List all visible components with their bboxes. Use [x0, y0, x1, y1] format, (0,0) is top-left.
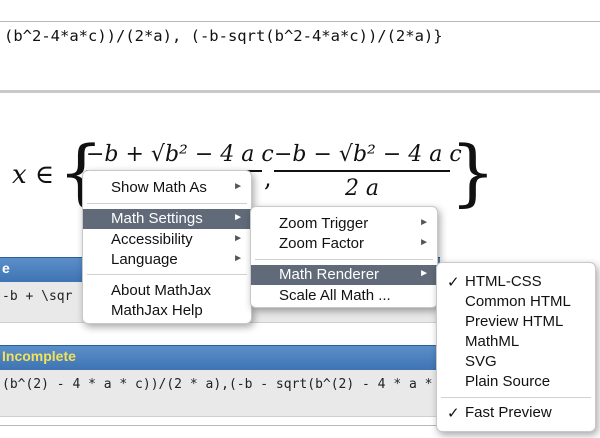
fraction-plus-numerator: −b + √b² − 4 a c — [86, 142, 274, 167]
menu-item-accessibility[interactable]: Accessibility ► — [83, 230, 251, 250]
panel-header-2-label: Incomplete — [2, 348, 76, 364]
menu-item-label: HTML-CSS — [465, 273, 542, 290]
menu-item-label: Math Renderer — [279, 266, 380, 283]
menu-item-label: MathJax Help — [111, 302, 203, 319]
menu-item-preview-html[interactable]: Preview HTML — [437, 312, 595, 332]
source-code-line: (b^2-4*a*c))/(2*a), (-b-sqrt(b^2-4*a*c))… — [4, 27, 443, 45]
math-renderer-submenu: ✓ HTML-CSS Common HTML Preview HTML Math… — [436, 262, 596, 432]
menu-item-label: Common HTML — [465, 293, 571, 310]
fraction-minus: −b − √b² − 4 a c 2 a — [274, 142, 462, 201]
menu-item-label: Show Math As — [111, 179, 207, 196]
menu-item-label: About MathJax — [111, 282, 212, 299]
math-settings-submenu: Zoom Trigger ► Zoom Factor ► Math Render… — [250, 206, 438, 308]
menu-item-svg[interactable]: SVG — [437, 352, 595, 372]
menu-item-label: Math Settings — [111, 210, 203, 227]
menu-item-fast-preview[interactable]: ✓ Fast Preview — [437, 403, 595, 423]
section-divider — [0, 90, 600, 93]
panel-code-2-text: (b^(2) - 4 * a * c))/(2 * a),(-b - sqrt(… — [2, 377, 433, 392]
right-brace: } — [450, 130, 496, 214]
menu-item-language[interactable]: Language ► — [83, 250, 251, 270]
bottom-divider — [0, 425, 440, 426]
menu-item-scale-all-math[interactable]: Scale All Math ... — [251, 286, 437, 306]
menu-item-html-css[interactable]: ✓ HTML-CSS — [437, 272, 595, 292]
equation-lhs: x ∈ — [12, 160, 55, 190]
panel-code-1-text: -b + \sqr — [2, 289, 73, 304]
menu-item-label: Plain Source — [465, 373, 551, 390]
menu-separator — [87, 203, 247, 204]
menu-separator — [441, 397, 591, 398]
submenu-arrow-icon: ► — [419, 217, 429, 228]
mathjax-context-menu: Show Math As ► Math Settings ► Accessibi… — [82, 170, 252, 324]
fraction-minus-denominator: 2 a — [344, 175, 380, 201]
submenu-arrow-icon: ► — [419, 268, 429, 279]
fraction-bar — [274, 170, 450, 172]
menu-item-zoom-trigger[interactable]: Zoom Trigger ► — [251, 214, 437, 234]
menu-item-math-settings[interactable]: Math Settings ► — [83, 209, 251, 229]
checkmark-icon: ✓ — [447, 405, 460, 422]
menu-item-label: Preview HTML — [465, 313, 564, 330]
submenu-arrow-icon: ► — [419, 237, 429, 248]
menu-item-label: Zoom Trigger — [279, 215, 369, 232]
menu-separator — [87, 274, 247, 275]
menu-item-label: MathML — [465, 333, 520, 350]
panel-header-1-label: e — [2, 260, 10, 276]
menu-item-mathml[interactable]: MathML — [437, 332, 595, 352]
submenu-arrow-icon: ► — [233, 253, 243, 264]
menu-separator — [255, 259, 433, 260]
comma: , — [264, 164, 272, 192]
menu-item-math-renderer[interactable]: Math Renderer ► — [251, 265, 437, 285]
menu-item-label: Scale All Math ... — [279, 287, 391, 304]
top-divider — [0, 21, 600, 22]
checkmark-icon: ✓ — [447, 274, 460, 291]
menu-item-zoom-factor[interactable]: Zoom Factor ► — [251, 234, 437, 254]
menu-item-plain-source[interactable]: Plain Source — [437, 372, 595, 392]
menu-item-show-math-as[interactable]: Show Math As ► — [83, 178, 251, 198]
menu-item-label: SVG — [465, 353, 497, 370]
fraction-minus-numerator: −b − √b² − 4 a c — [274, 142, 462, 167]
submenu-arrow-icon: ► — [233, 233, 243, 244]
menu-item-common-html[interactable]: Common HTML — [437, 292, 595, 312]
menu-item-mathjax-help[interactable]: MathJax Help — [83, 301, 251, 321]
menu-item-label: Accessibility — [111, 231, 193, 248]
menu-item-about-mathjax[interactable]: About MathJax — [83, 281, 251, 301]
submenu-arrow-icon: ► — [233, 212, 243, 223]
menu-item-label: Fast Preview — [465, 404, 552, 421]
submenu-arrow-icon: ► — [233, 181, 243, 192]
menu-item-label: Language — [111, 251, 178, 268]
panel-header-2[interactable]: Incomplete — [0, 345, 440, 370]
panel-code-2[interactable]: (b^(2) - 4 * a * c))/(2 * a),(-b - sqrt(… — [0, 370, 440, 417]
menu-item-label: Zoom Factor — [279, 235, 365, 252]
